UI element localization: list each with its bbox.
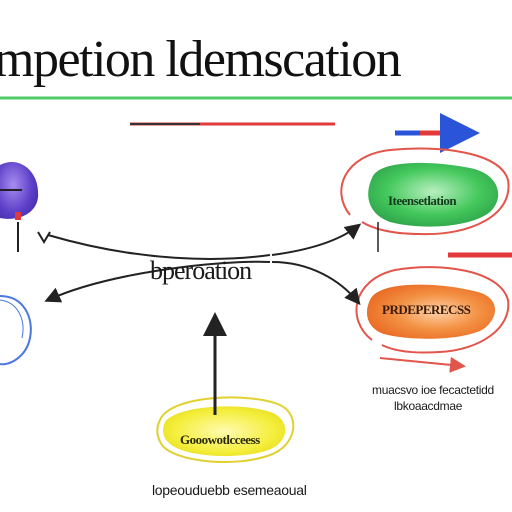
diagram-title: mpetion ldemscation	[0, 31, 402, 88]
green-loop	[340, 147, 510, 236]
right-note-line2: lbkoaacdmae	[394, 399, 463, 413]
orange-blob	[366, 284, 496, 339]
green-blob	[368, 162, 499, 227]
orange-loop	[355, 266, 510, 354]
yellow-ring	[156, 396, 295, 464]
connector-left-bottom	[44, 260, 271, 303]
blue-ring	[0, 295, 32, 366]
right-note-line1: muacsvo ioe fecactetidd	[372, 383, 494, 397]
connector-right-bottom	[271, 261, 361, 306]
yellow-node-label: Gooowotlcceess	[180, 432, 260, 447]
orange-node-label: PRDEPERECSS	[382, 302, 471, 317]
connector-left-top	[47, 234, 271, 260]
connector-right-top	[271, 223, 362, 256]
bottom-note: lopeouduebb esemeaoual	[152, 482, 307, 498]
yellow-blob	[163, 406, 286, 457]
center-node-label: bperoation	[150, 256, 252, 285]
red-curve-arrow	[379, 356, 466, 373]
green-node-label: Iteensetlation	[388, 193, 457, 208]
